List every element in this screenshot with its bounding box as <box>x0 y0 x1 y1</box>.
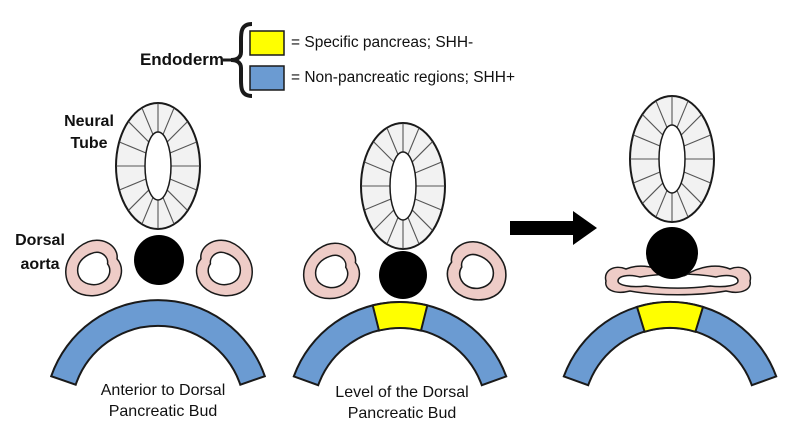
pancreatic-bud-panel3 <box>635 300 705 334</box>
endoderm-brace-icon <box>230 22 253 98</box>
dorsal-aorta-right-panel1 <box>193 237 257 300</box>
legend-label-specific-pancreas: = Specific pancreas; SHH- <box>291 34 474 51</box>
pancreatic-bud-panel2 <box>371 301 429 332</box>
legend-swatch-specific-pancreas <box>249 30 285 56</box>
panel2-caption-line1: Level of the Dorsal <box>335 384 469 401</box>
neural-tube-label: Neural Tube <box>36 111 142 155</box>
panel2-caption: Level of the Dorsal Pancreatic Bud <box>302 382 502 424</box>
dorsal-aorta-left-panel2 <box>300 240 362 302</box>
endoderm-arc-panel3 <box>562 301 778 387</box>
endoderm-arc-panel1 <box>49 299 267 386</box>
neural-tube-panel3 <box>629 95 715 223</box>
dorsal-aorta-label: Dorsal aorta <box>0 229 80 277</box>
panel2-caption-line2: Pancreatic Bud <box>347 405 457 422</box>
legend-label-non-pancreatic: = Non-pancreatic regions; SHH+ <box>291 69 516 86</box>
transition-arrow-icon <box>510 211 597 245</box>
panel1-caption: Anterior to Dorsal Pancreatic Bud <box>63 380 263 422</box>
dorsal-aorta-fused-panel3 <box>604 265 752 296</box>
panel1-caption-line2: Pancreatic Bud <box>108 403 218 420</box>
panel1-caption-line1: Anterior to Dorsal <box>100 382 226 399</box>
dorsal-aorta-label-line2: aorta <box>20 256 60 273</box>
neural-tube-panel2 <box>360 122 446 250</box>
dorsal-aorta-right-panel2 <box>444 239 509 303</box>
notochord-panel2 <box>379 251 427 299</box>
dorsal-aorta-label-line1: Dorsal <box>15 232 65 249</box>
legend-swatch-non-pancreatic <box>249 65 285 91</box>
notochord-panel3 <box>646 227 698 279</box>
notochord-panel1 <box>134 235 184 285</box>
endoderm-label: Endoderm <box>139 50 224 69</box>
neural-tube-label-line2: Tube <box>70 135 108 152</box>
neural-tube-label-line1: Neural <box>64 113 114 130</box>
endoderm-arc-panel2 <box>292 301 508 387</box>
